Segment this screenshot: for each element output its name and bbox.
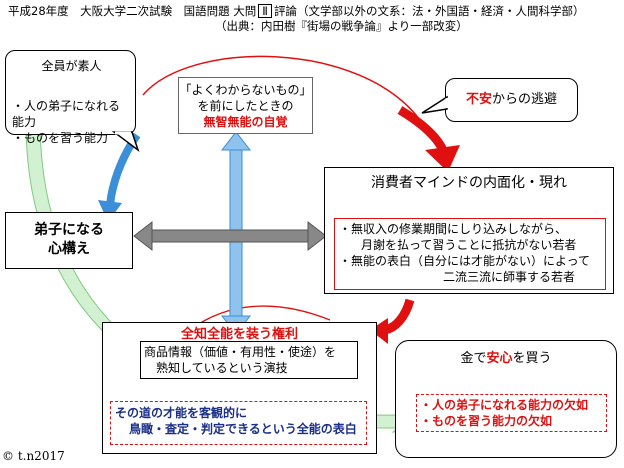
- top-left-callout: 全員が素人 ・人の弟子になれる能力 ・ものを習う能力: [5, 50, 136, 145]
- consumer-item: 二流三流に師事する若者: [443, 270, 576, 284]
- horizontal-arrow-shaft: [149, 229, 311, 243]
- buy-security-title: 金で安心を買う: [396, 350, 616, 367]
- consumer-item: ・無能の表白（自分には才能がない）によって: [339, 254, 591, 268]
- red-arrow-to-omnipotence: [383, 298, 415, 335]
- awareness-line1: 「よくわからないもの」: [179, 83, 312, 97]
- header-source: （出典：内田樹『街場の戦争論』より一部改変）: [215, 19, 468, 33]
- awareness-line3: 無智無能の自覚: [203, 115, 288, 129]
- disciple-box: 弟子になる 心構え: [5, 212, 133, 269]
- consumer-mind-items-box: ・無収入の修業期間にしり込みしながら、 月謝を払って習うことに抵抗がない若者 ・…: [334, 218, 606, 290]
- red-arrow-to-consumer-head: [425, 145, 460, 172]
- awareness-box: 「よくわからないもの」 を前にしたときの 無智無能の自覚: [178, 77, 313, 134]
- talent-judgment-box: その道の才能を客観的に 鳥瞰・査定・判定できるという全能の表白: [110, 401, 367, 445]
- red-arrow-to-omnipotence-head: [370, 318, 388, 344]
- top-left-callout-item: ・ものを習う能力: [12, 131, 109, 145]
- consumer-item: ・無収入の修業期間にしり込みしながら、: [339, 222, 568, 236]
- product-info-line: 商品情報（価値・有用性・使途）を: [144, 345, 337, 359]
- consumer-item: 月謝を払って習うことに抵抗がない若者: [361, 238, 577, 252]
- anxiety-bubble-tail: [421, 95, 449, 114]
- awareness-line2: を前にしたときの: [197, 99, 294, 113]
- lack-ability-item: ・人の弟子になれる能力の欠如: [420, 398, 589, 412]
- buy-security-pre: 金で: [460, 351, 487, 366]
- copyright: © t.n2017: [2, 449, 65, 463]
- lack-ability-item: ・ものを習う能力の欠如: [420, 414, 553, 428]
- buy-security-red: 安心: [486, 351, 513, 366]
- anxiety-bubble: 不安からの逃避: [445, 78, 578, 122]
- header-category-text: 評論（文学部以外の文系：法・外国語・経済・人間科学部）: [273, 4, 585, 18]
- lack-ability-box: ・人の弟子になれる能力の欠如 ・ものを習う能力の欠如: [416, 394, 607, 432]
- disciple-line1: 弟子になる: [34, 222, 104, 238]
- buy-security-post: を買う: [512, 351, 552, 366]
- disciple-line2: 心構え: [48, 241, 90, 257]
- horizontal-arrow-right-head: [307, 220, 327, 252]
- product-info-box: 商品情報（価値・有用性・使途）を 熟知しているという演技: [140, 341, 358, 379]
- vertical-arrow-up-head: [220, 131, 252, 151]
- anxiety-bubble-text: からの逃避: [492, 92, 558, 107]
- red-curve-bottom: [189, 305, 331, 331]
- header-roman-numeral: Ⅱ: [258, 4, 272, 18]
- consumer-mind-title: 消費者マインドの内面化・現れ: [371, 175, 567, 191]
- horizontal-arrow-left-head: [133, 220, 153, 252]
- blue-curve-arrowhead: [98, 200, 122, 222]
- talent-judgment-line: 鳥瞰・査定・判定できるという全能の表白: [129, 422, 357, 436]
- product-info-line: 熟知しているという演技: [156, 361, 288, 375]
- top-left-callout-item: ・人の弟子になれる能力: [12, 99, 121, 129]
- omnipotence-title: 全知全能を装う権利: [180, 327, 298, 342]
- top-left-callout-title: 全員が素人: [41, 59, 102, 73]
- red-curve-top: [142, 55, 421, 121]
- talent-judgment-line: その道の才能を客観的に: [115, 406, 248, 420]
- anxiety-bubble-red-text: 不安: [465, 92, 492, 107]
- header-exam-text: 平成28年度 大阪大学二次試験 国語問題 大問: [8, 4, 257, 18]
- top-left-callout-tail: [111, 131, 140, 153]
